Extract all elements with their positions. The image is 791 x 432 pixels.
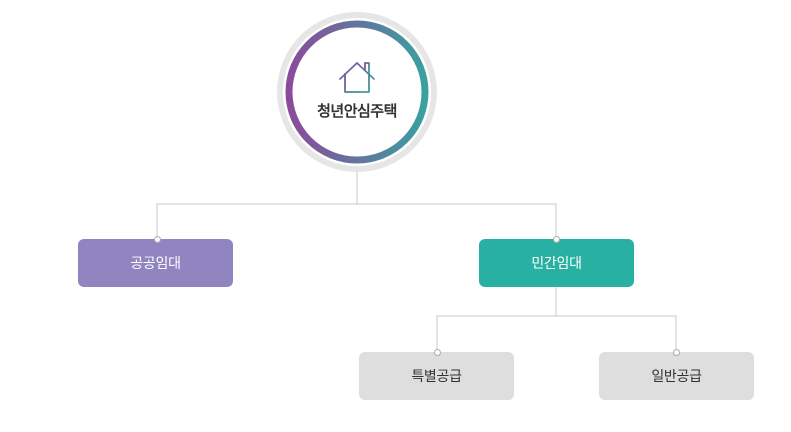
node-public-rental: 공공임대 xyxy=(78,239,233,287)
connector-dot-general xyxy=(672,348,680,356)
connector-private-to-level2 xyxy=(436,315,677,354)
node-general-supply-label: 일반공급 xyxy=(651,369,702,385)
connector-dot-special xyxy=(433,348,441,356)
node-general-supply: 일반공급 xyxy=(599,352,754,400)
node-special-supply: 특별공급 xyxy=(359,352,514,400)
node-private-rental-label: 민간임대 xyxy=(531,256,582,272)
node-private-rental: 민간임대 xyxy=(479,239,634,287)
root-label: 청년안심주택 xyxy=(317,102,397,120)
root-node: 청년안심주택 xyxy=(277,12,437,172)
node-special-supply-label: 특별공급 xyxy=(411,369,462,385)
connector-root-to-level1 xyxy=(156,203,557,242)
root-ring xyxy=(277,12,437,172)
connector-dot-public xyxy=(153,235,161,243)
connector-dot-private xyxy=(552,235,560,243)
node-public-rental-label: 공공임대 xyxy=(130,256,181,272)
house-icon xyxy=(339,62,375,93)
